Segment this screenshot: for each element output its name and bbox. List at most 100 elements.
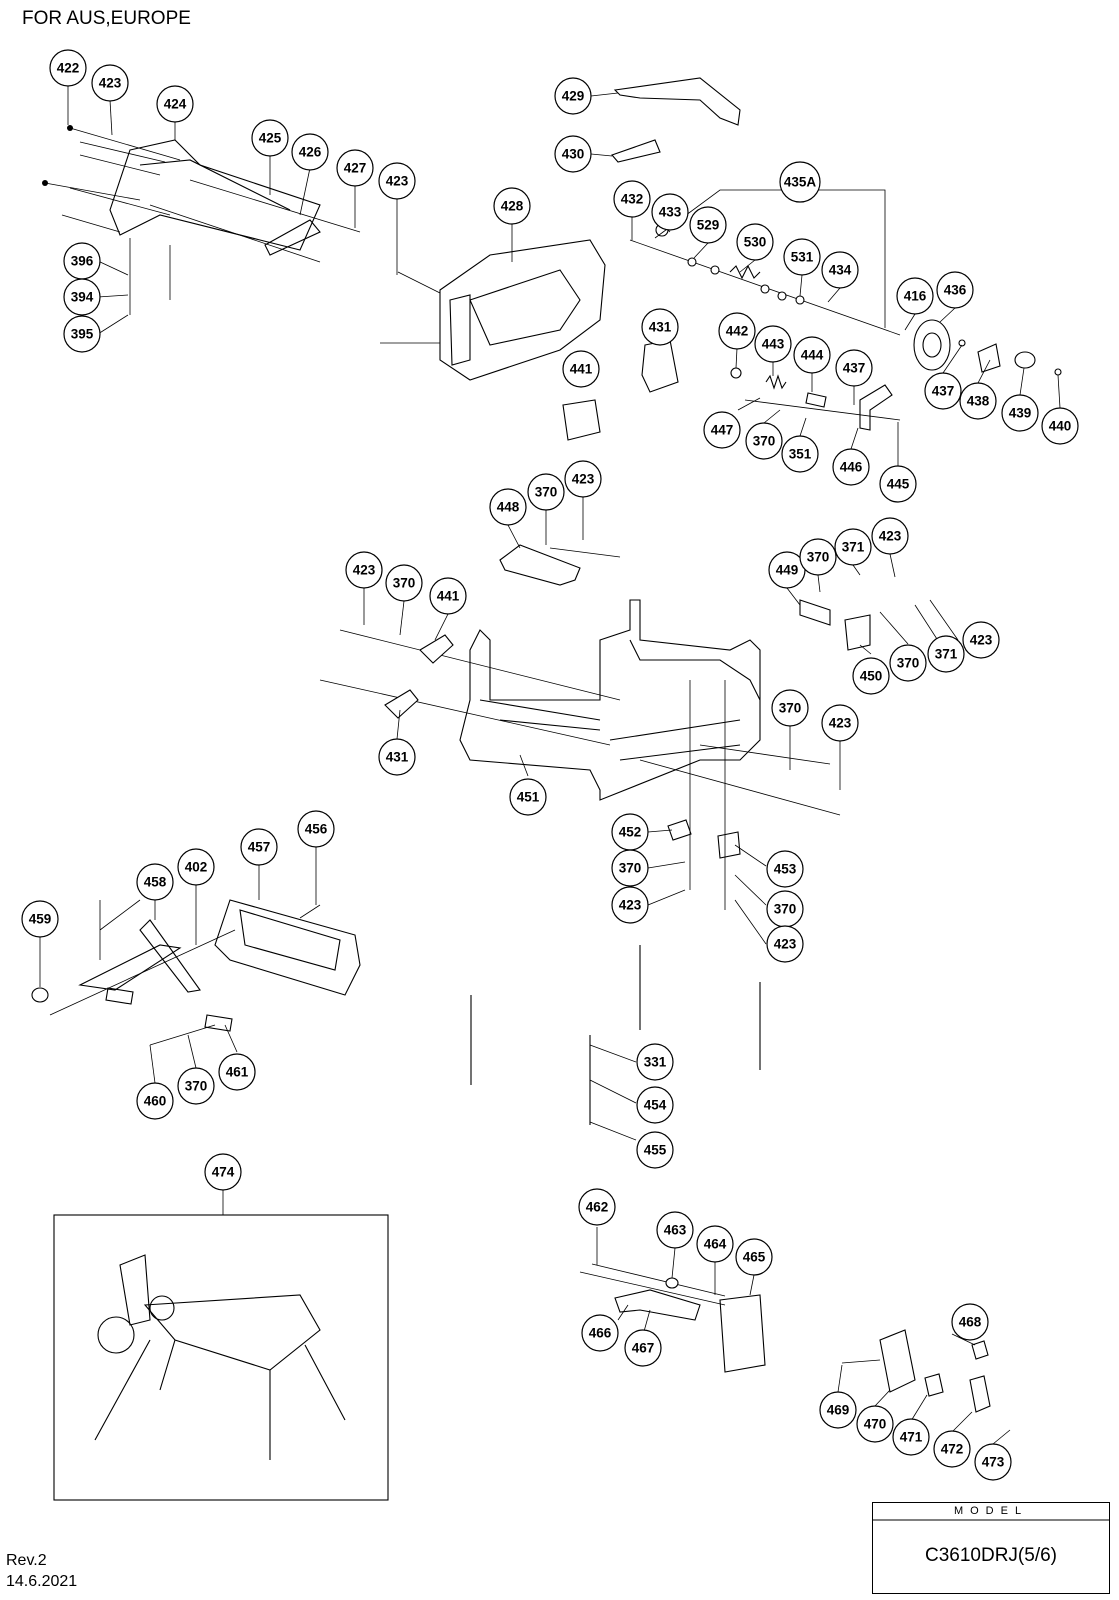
- callout-number: 423: [572, 472, 595, 487]
- legs-bolts: [470, 945, 761, 1125]
- callout-number: 370: [393, 576, 416, 591]
- callout-circle: [581, 1314, 619, 1352]
- callout-451: 451: [509, 778, 547, 816]
- callout-number: 442: [726, 324, 749, 339]
- callout-469: 469: [819, 1391, 857, 1429]
- callout-456: 456: [297, 810, 335, 848]
- callout-434: 434: [821, 251, 859, 289]
- callout-331: 331: [636, 1043, 674, 1081]
- callout-circle: [613, 180, 651, 218]
- callout-circle: [936, 271, 974, 309]
- blade-guard-assembly: [42, 125, 361, 315]
- callout-circle: [779, 161, 821, 203]
- callout-circle: [799, 538, 837, 576]
- callout-circle: [240, 828, 278, 866]
- callout-circle: [793, 336, 831, 374]
- callout-474: 474: [204, 1153, 242, 1191]
- callout-number: 425: [259, 131, 282, 146]
- callout-number: 468: [959, 1315, 982, 1330]
- callout-circle: [611, 849, 649, 887]
- callout-435A: 435A: [779, 161, 821, 203]
- callout-circle: [218, 1053, 256, 1091]
- callout-number: 423: [879, 529, 902, 544]
- callout-circle: [336, 149, 374, 187]
- callout-number: 463: [664, 1223, 687, 1238]
- callout-number: 435A: [784, 175, 817, 190]
- callout-432: 432: [613, 180, 651, 218]
- callout-461: 461: [218, 1053, 256, 1091]
- region-label: FOR AUS,EUROPE: [22, 8, 191, 29]
- callout-452: 452: [611, 813, 649, 851]
- riving-knife-guard-body: [380, 239, 606, 381]
- callout-370: 370: [766, 890, 804, 928]
- callout-number: 395: [71, 327, 94, 342]
- callout-459: 459: [21, 900, 59, 938]
- callout-number: 402: [185, 860, 208, 875]
- callout-circle: [962, 621, 1000, 659]
- callout-circle: [49, 49, 87, 87]
- callout-number: 437: [843, 361, 866, 376]
- callout-circle: [489, 488, 527, 526]
- callout-circle: [771, 689, 809, 727]
- callout-number: 464: [704, 1237, 727, 1252]
- callout-number: 449: [776, 563, 799, 578]
- shaft-assembly: [629, 223, 1062, 376]
- callout-394: 394: [63, 278, 101, 316]
- callout-circle: [636, 1131, 674, 1169]
- callout-circle: [834, 528, 872, 566]
- callout-471: 471: [892, 1418, 930, 1456]
- callout-circle: [783, 238, 821, 276]
- callout-number: 474: [212, 1165, 235, 1180]
- callout-number: 460: [144, 1094, 167, 1109]
- callout-number: 445: [887, 477, 910, 492]
- callout-424: 424: [156, 85, 194, 123]
- callout-circle: [509, 778, 547, 816]
- callout-370: 370: [799, 538, 837, 576]
- callout-circle: [554, 135, 592, 173]
- callout-circle: [91, 64, 129, 102]
- callout-number: 437: [932, 384, 955, 399]
- callout-530: 530: [736, 223, 774, 261]
- callout-473: 473: [974, 1443, 1012, 1481]
- callout-number: 448: [497, 500, 520, 515]
- callout-circle: [696, 1225, 734, 1263]
- callout-402: 402: [177, 848, 215, 886]
- callout-circle: [735, 1238, 773, 1276]
- callout-460: 460: [136, 1082, 174, 1120]
- callout-circle: [636, 1086, 674, 1124]
- callout-number: 394: [71, 290, 94, 305]
- fence-parts: [562, 77, 741, 441]
- callout-number: 431: [649, 320, 672, 335]
- callout-number: 453: [774, 862, 797, 877]
- callout-circle: [63, 278, 101, 316]
- callout-circle: [892, 1418, 930, 1456]
- callout-number: 452: [619, 825, 642, 840]
- callout-circle: [624, 1329, 662, 1367]
- callout-371: 371: [834, 528, 872, 566]
- stand-frame: [319, 599, 841, 816]
- model-caption: MODEL: [953, 1505, 1029, 1517]
- callout-429: 429: [554, 77, 592, 115]
- callout-number: 427: [344, 161, 367, 176]
- callout-number: 472: [941, 1442, 964, 1457]
- callout-circle: [177, 848, 215, 886]
- callout-circle: [832, 448, 870, 486]
- callout-number: 432: [621, 192, 644, 207]
- callout-number: 426: [299, 145, 322, 160]
- callout-423: 423: [91, 64, 129, 102]
- callout-circle: [745, 422, 783, 460]
- callout-number: 443: [762, 337, 785, 352]
- callout-circle: [852, 657, 890, 695]
- callout-number: 370: [897, 656, 920, 671]
- callout-number: 396: [71, 254, 94, 269]
- callout-circle: [345, 551, 383, 589]
- leader-lines: [39, 85, 1061, 1445]
- callout-circle: [251, 119, 289, 157]
- callout-circle: [927, 635, 965, 673]
- callout-529: 529: [689, 206, 727, 244]
- callout-circle: [562, 350, 600, 388]
- callout-circle: [204, 1153, 242, 1191]
- callout-453: 453: [766, 850, 804, 888]
- callout-457: 457: [240, 828, 278, 866]
- callout-circle: [819, 1391, 857, 1429]
